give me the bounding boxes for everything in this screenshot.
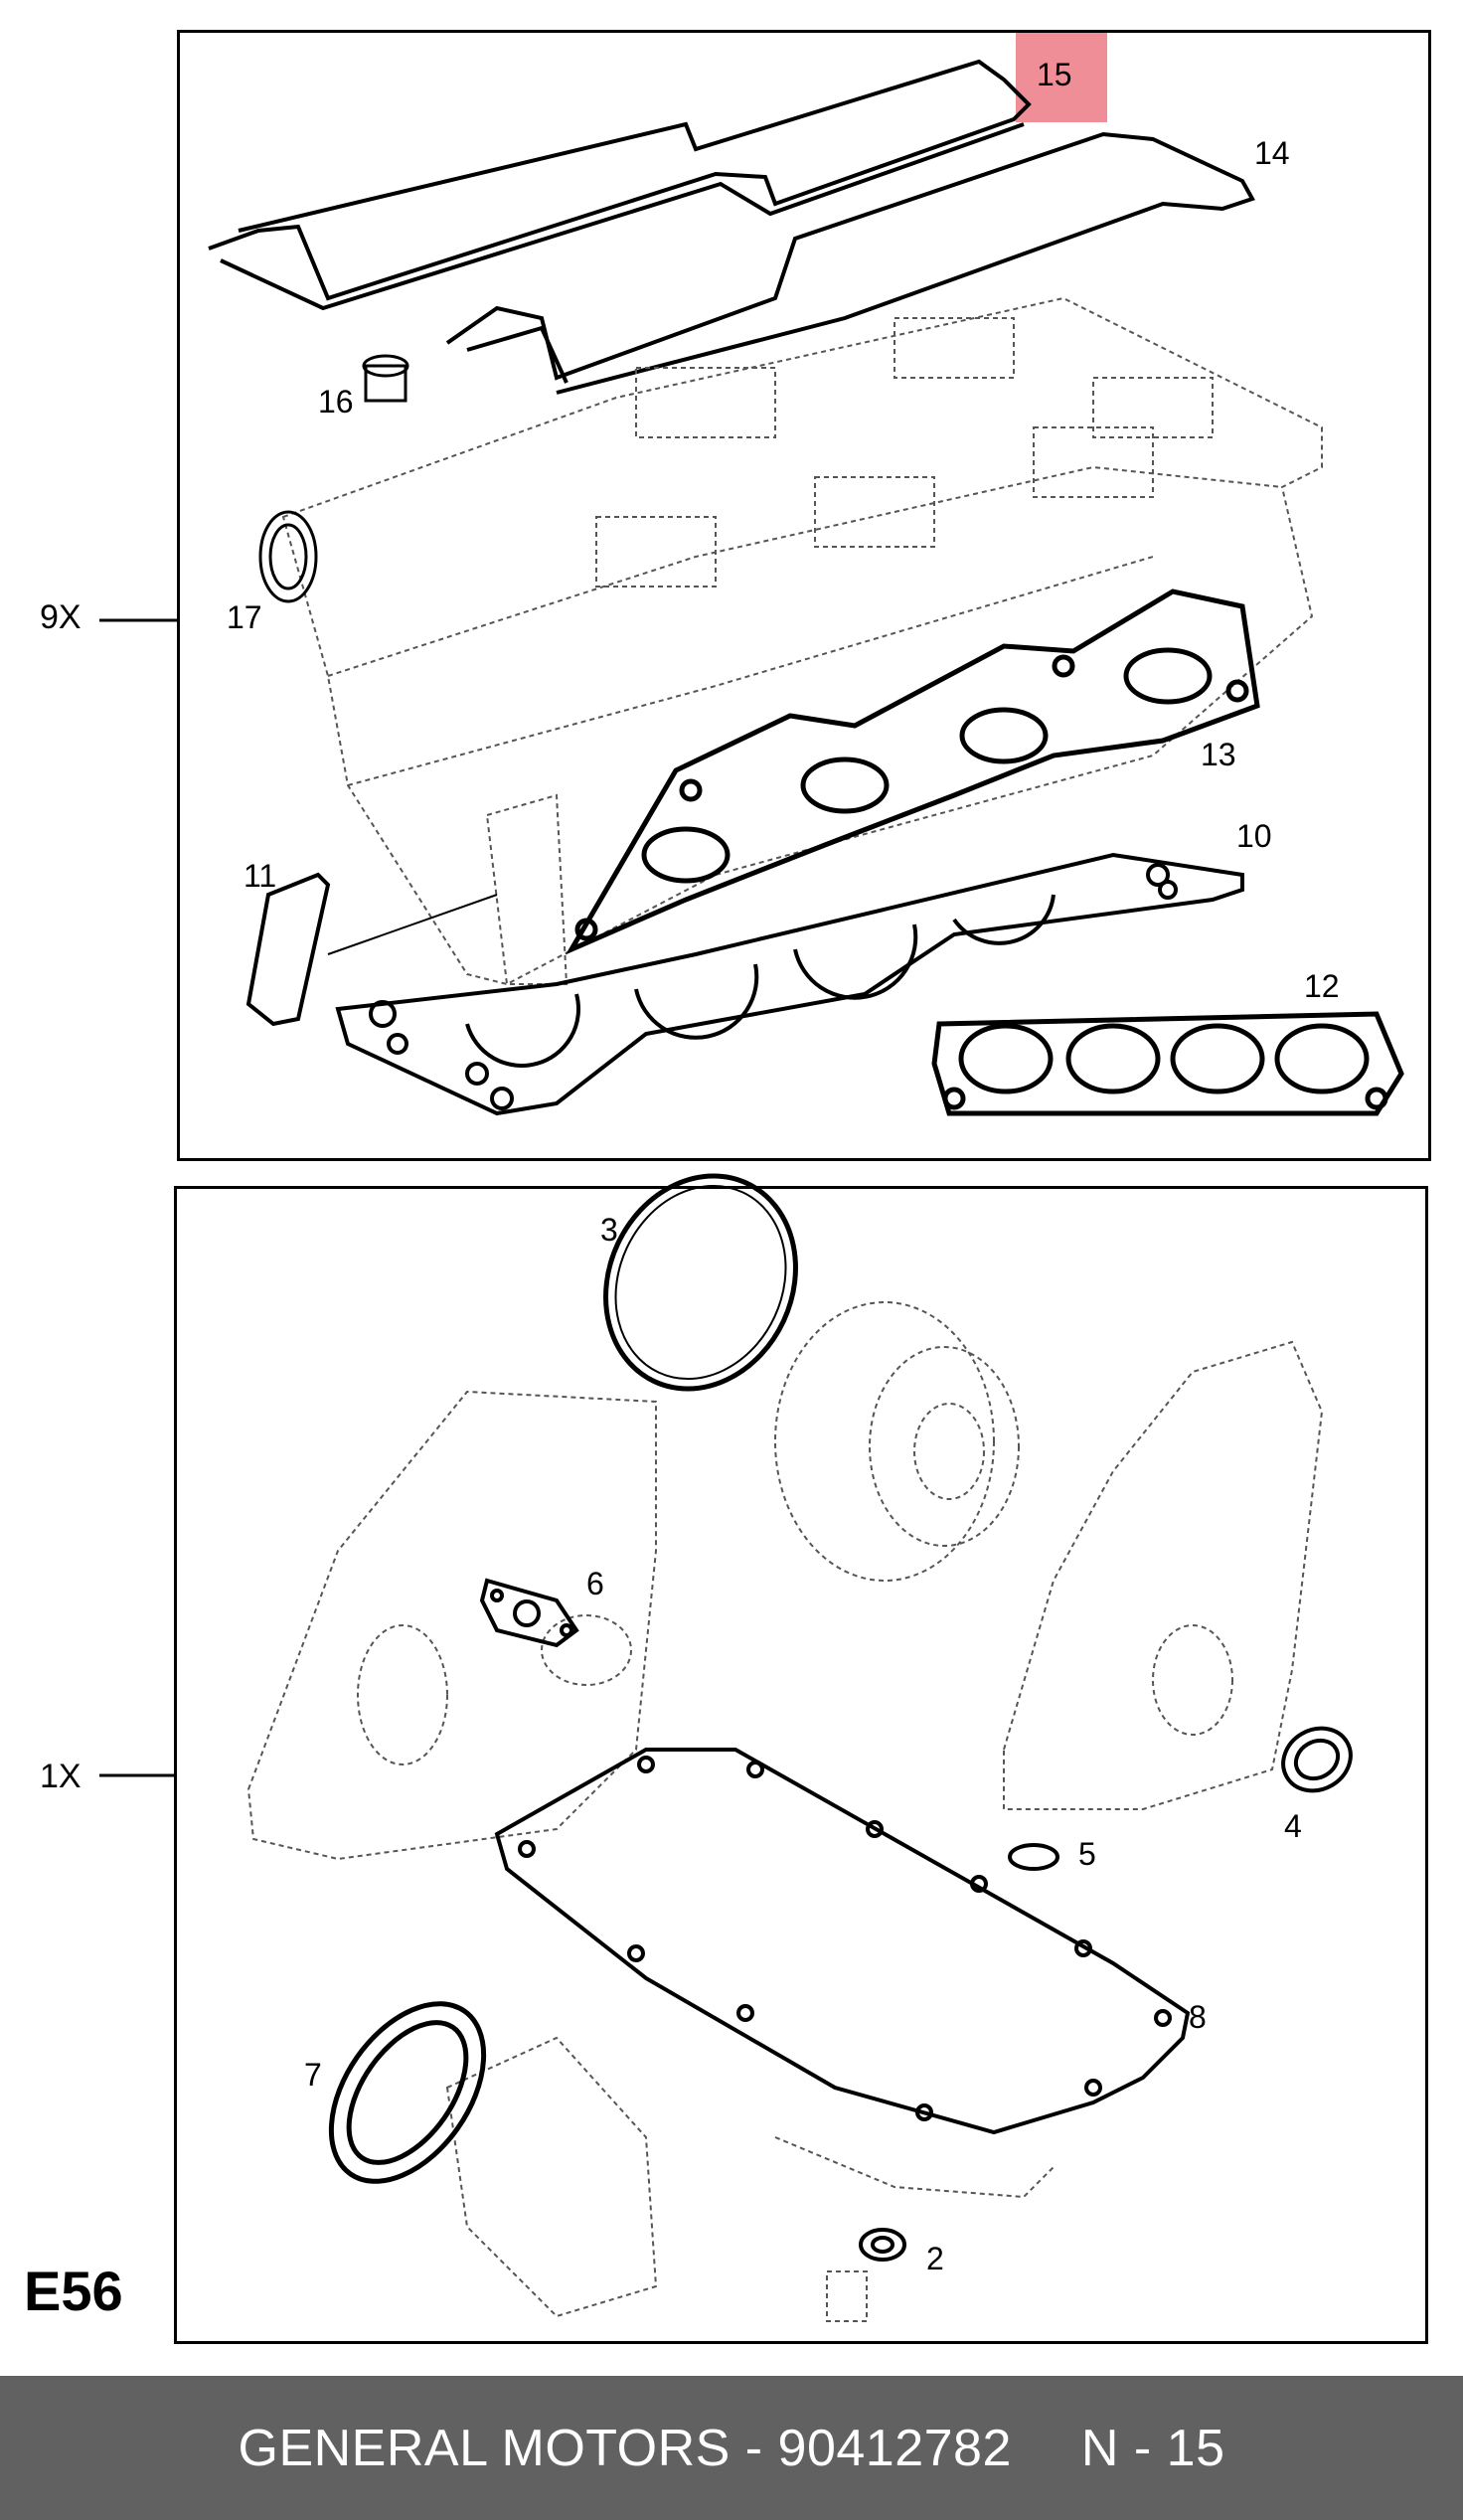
part-7-label: 7 [304,2057,322,2093]
seal-4 [1281,1726,1353,1793]
engine-block [246,1390,658,2318]
gasket-10 [335,852,1244,1116]
part-10-label: 10 [1236,818,1272,854]
gasket-14 [445,131,1255,395]
footer-ref: N - 15 [1080,2419,1225,2477]
part-5-label: 5 [1078,1836,1096,1872]
diagram-code: E56 [24,2260,123,2322]
oil-pan [774,2136,1055,2199]
plug-16 [362,354,409,403]
seal-7 [328,2001,487,2184]
leader-11 [327,894,498,955]
part-16-label: 16 [318,384,354,420]
lower-panel-frame [174,1186,1428,2344]
ring-3 [603,1173,798,1392]
part-13-label: 13 [1201,737,1236,772]
footer-part-number: 90412782 [777,2419,1012,2477]
seal-17 [258,510,318,603]
part-15-label: 15 [1037,57,1072,92]
part-3-label: 3 [600,1212,618,1248]
gasket-11 [245,872,331,1027]
part-6-label: 6 [586,1566,604,1601]
footer-brand: GENERAL MOTORS [238,2419,731,2477]
part-11-label: 11 [244,858,276,894]
group-label-upper: 9X [40,598,81,636]
part-8-label: 8 [1189,1999,1207,2035]
gasket-8 [494,1748,1191,2135]
gasket-12 [931,1011,1404,1116]
washer-2 [859,2228,906,2262]
part-4-label: 4 [1284,1808,1302,1844]
gasket-6 [479,1578,579,1648]
drain-plug [826,2270,868,2322]
ring-5 [1008,1843,1059,1871]
footer-separator: - [730,2419,778,2477]
part-17-label: 17 [227,599,262,635]
part-12-label: 12 [1304,968,1340,1004]
part-14-label: 14 [1254,135,1290,171]
pulley [774,1301,1020,1582]
gasket-13 [565,588,1260,955]
gasket-15 [208,59,1032,311]
group-label-lower: 1X [40,1758,81,1795]
part-2-label: 2 [926,2241,944,2276]
footer-bar: GENERAL MOTORS - 90412782 N - 15 [0,2376,1463,2520]
oil-pump [1003,1340,1324,1810]
highlight-box [1016,33,1107,122]
